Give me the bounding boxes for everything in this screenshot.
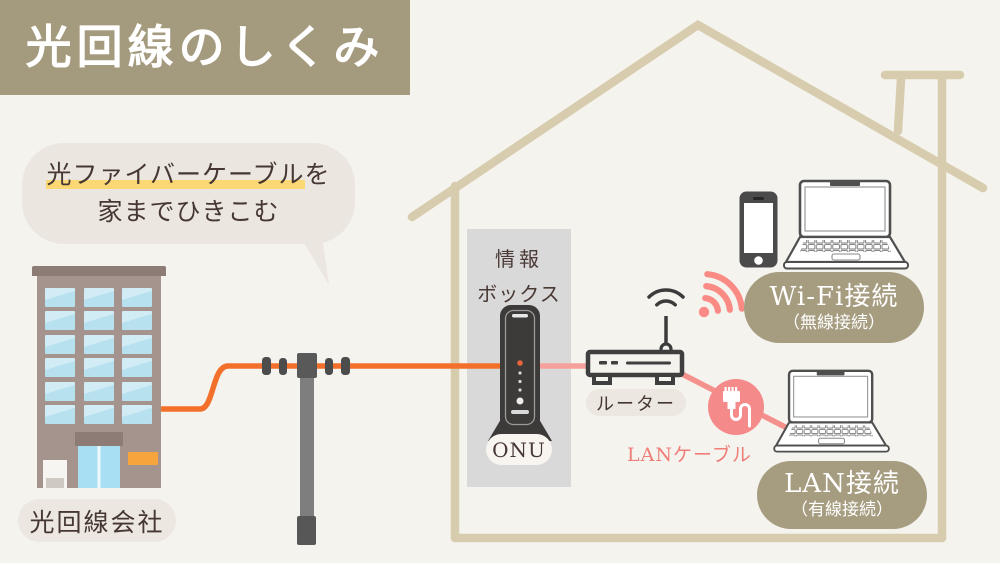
ethernet-plug-glyph xyxy=(723,387,740,409)
wifi-connection-pill: Wi-Fi接続 （無線接続） xyxy=(744,272,924,343)
building-window xyxy=(122,288,152,307)
speech-bubble-tail-char: を xyxy=(304,160,331,189)
building-window xyxy=(45,358,75,378)
building-window xyxy=(83,311,114,331)
building-window xyxy=(45,381,75,401)
lan-cable-label: LANケーブル xyxy=(627,444,752,466)
building-window xyxy=(83,404,114,424)
info-box-label-line1: 情報 xyxy=(495,247,543,271)
building-roof xyxy=(32,266,166,276)
building-sign-orange xyxy=(128,452,158,465)
wifi-connection-label: Wi-Fi接続 xyxy=(769,281,899,312)
speech-bubble-highlight: 光ファイバーケーブル xyxy=(46,160,305,189)
building-body xyxy=(37,276,161,488)
fiber-cable-icon xyxy=(159,363,525,412)
onu-label-pill: ONU xyxy=(486,434,552,465)
provider-label-pill: 光回線会社 xyxy=(18,499,176,542)
info-box-label-line2: ボックス xyxy=(477,282,561,306)
lan-connection-pill: LAN接続 （有線接続） xyxy=(757,461,927,529)
lan-plug-icon xyxy=(708,379,764,435)
building-window xyxy=(45,404,75,424)
building-window xyxy=(83,381,114,401)
wifi-connection-sublabel: （無線接続） xyxy=(783,312,885,333)
lan-connection-sublabel: （有線接続） xyxy=(791,500,893,520)
building-door-lintel xyxy=(75,432,123,446)
building-window xyxy=(122,311,152,331)
laptop-wifi-icon xyxy=(783,179,909,270)
speech-bubble-line1: 光ファイバーケーブルを xyxy=(22,156,355,193)
router-label-pill: ルーター xyxy=(586,389,686,416)
onu-label: ONU xyxy=(492,437,546,462)
router-label: ルーター xyxy=(596,393,676,415)
smartphone-icon xyxy=(739,191,778,268)
building-sign-white xyxy=(43,460,67,488)
title-banner: 光回線のしくみ xyxy=(0,0,410,95)
building-window xyxy=(45,288,75,307)
building-window xyxy=(122,381,152,401)
laptop-lan-icon xyxy=(773,369,890,453)
building-window xyxy=(45,334,75,354)
building-window xyxy=(83,358,114,378)
router-icon xyxy=(585,288,685,385)
building-window xyxy=(122,334,152,354)
utility-pole-icon xyxy=(262,353,350,545)
building-window xyxy=(83,288,114,307)
provider-label: 光回線会社 xyxy=(29,507,165,537)
speech-bubble: 光ファイバーケーブルを 家までひきこむ xyxy=(22,143,355,244)
building-door xyxy=(78,446,120,488)
wifi-signal-icon xyxy=(698,271,744,318)
building-window xyxy=(122,404,152,424)
lan-connection-label: LAN接続 xyxy=(784,469,900,499)
building-window xyxy=(45,311,75,331)
onu-device-icon xyxy=(488,305,552,441)
house-outline-icon xyxy=(407,20,988,543)
speech-bubble-line2: 家までひきこむ xyxy=(97,197,280,226)
building-windows xyxy=(45,288,153,424)
speech-bubble-tail xyxy=(301,236,329,285)
building-window xyxy=(122,358,152,378)
wifi-waves-icon xyxy=(647,288,685,307)
page-title: 光回線のしくみ xyxy=(25,20,385,74)
building-window xyxy=(83,334,114,354)
